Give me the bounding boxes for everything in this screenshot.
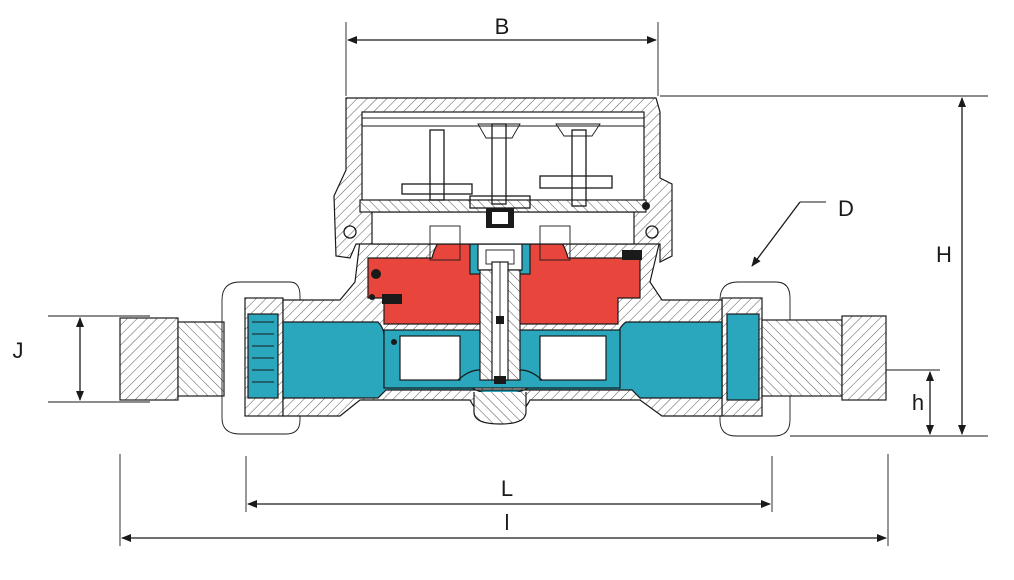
seal-icon [371,269,381,279]
dimension-l-overall: l [119,454,889,546]
dimension-j: J [13,315,150,403]
dimension-label-d: D [838,196,854,221]
right-connector [719,281,887,437]
central-shaft [469,239,531,384]
dimension-label-j: J [13,338,24,363]
dimension-h: H [660,95,988,437]
dimension-label-l-overall: l [505,510,510,535]
seal-icon [382,294,402,304]
dimension-label-b: B [495,14,510,39]
dimension-small-h: h [886,369,940,435]
gear-train [401,123,613,228]
left-filter-screen [252,321,274,383]
dimension-label-h-lower: h [912,390,924,415]
dimension-l-upper: L [245,456,773,512]
dimension-label-h-upper: H [936,242,952,267]
dimension-b: B [345,14,659,96]
seal-icon [622,250,642,260]
upper-housing [333,97,673,263]
dimension-d: D [751,196,854,267]
arrow-icon [751,201,801,267]
dimension-label-l-upper: L [501,476,513,501]
left-connector [119,281,301,435]
